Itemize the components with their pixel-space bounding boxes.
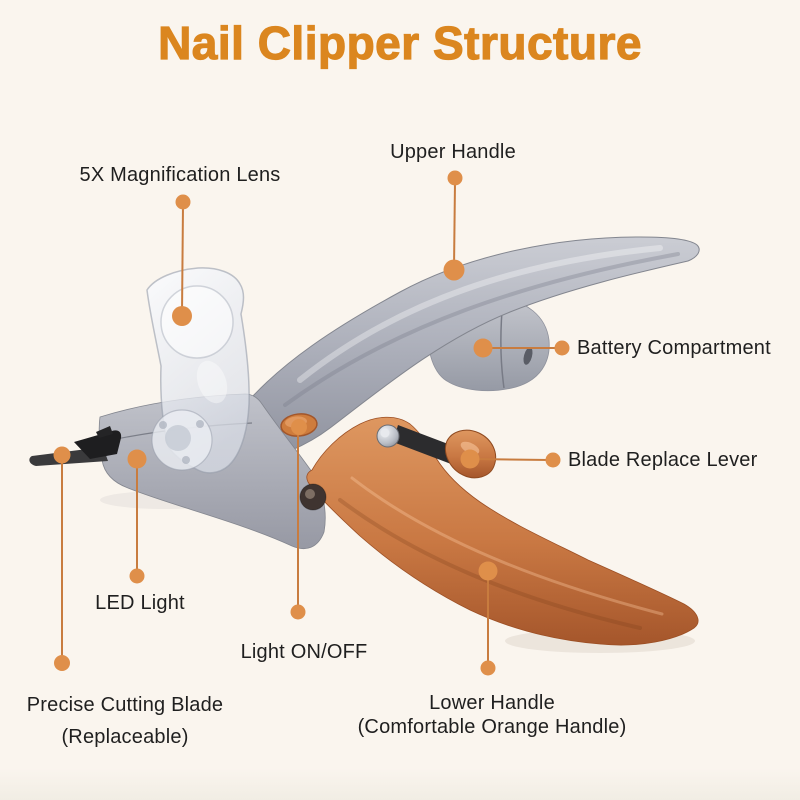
lower-handle-shape: [299, 416, 699, 646]
page-title: Nail Clipper Structure: [157, 16, 642, 69]
label-light-on-off: Light ON/OFF: [240, 641, 368, 663]
battery-part-dot: [473, 338, 493, 358]
blade-part-dot: [53, 446, 71, 464]
cutting-blade-shape: [29, 426, 122, 466]
annotation-connectors: [53, 170, 570, 676]
lower-handle-part-dot: [478, 561, 498, 581]
label-battery-compartment: Battery Compartment: [577, 337, 771, 359]
onoff-label-dot: [290, 604, 306, 620]
label-led-light: LED Light: [95, 592, 185, 614]
label-precise-cutting-blade: Precise Cutting Blade (Replaceable): [26, 694, 224, 748]
led-label-dot: [129, 568, 145, 584]
lens-label-dot: [175, 194, 191, 210]
upper-handle-part-dot: [443, 259, 465, 281]
label-lower-handle: Lower Handle (Comfortable Orange Handle): [357, 692, 627, 738]
label-blade-replace-lever: Blade Replace Lever: [568, 449, 758, 471]
lower-handle-label-dot: [480, 660, 496, 676]
blade-label-dot: [54, 655, 70, 671]
magnification-lens-shape: [146, 267, 250, 474]
lens-part-dot: [172, 306, 192, 326]
label-upper-handle: Upper Handle: [390, 141, 516, 163]
onoff-part-dot: [291, 419, 307, 435]
label-magnification-lens: 5X Magnification Lens: [79, 164, 281, 186]
upper-handle-label-dot: [447, 170, 463, 186]
lever-label-dot: [545, 452, 561, 468]
led-part-dot: [127, 449, 147, 469]
lever-part-dot: [460, 449, 480, 469]
battery-label-dot: [554, 340, 570, 356]
